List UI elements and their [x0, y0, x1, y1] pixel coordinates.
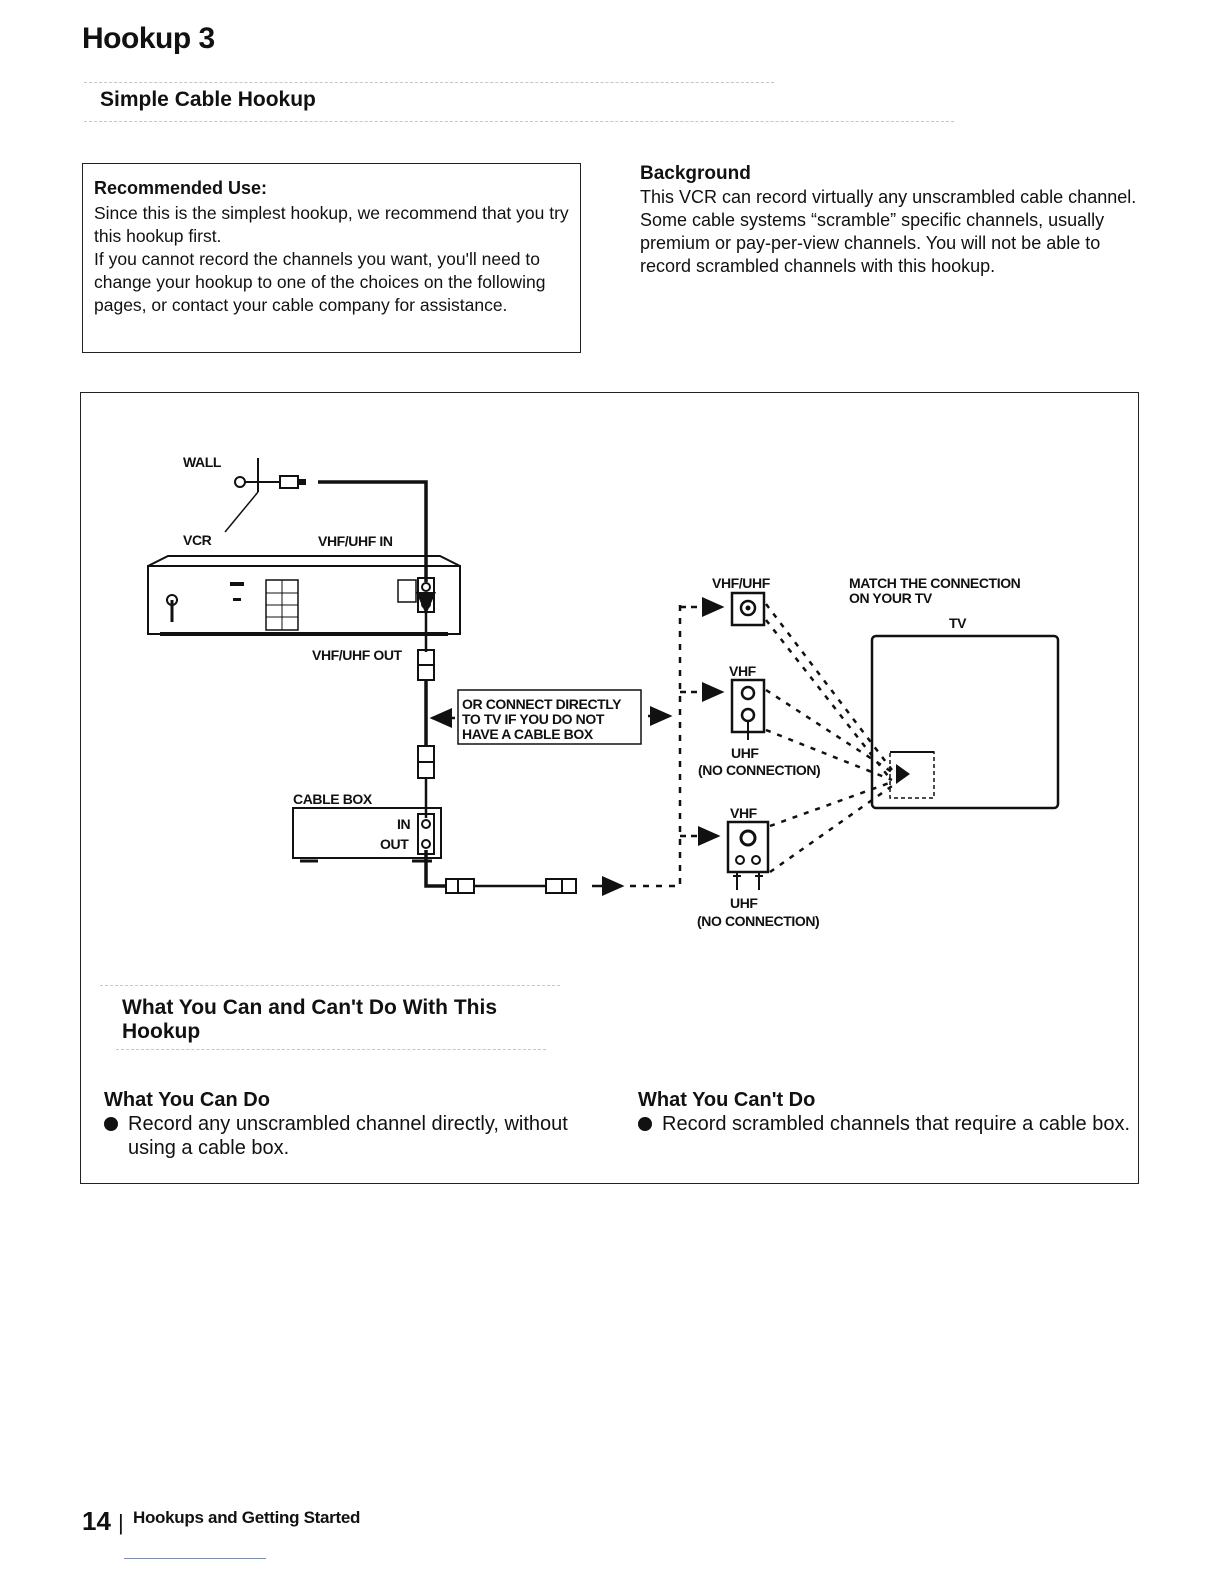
bullet-icon	[638, 1117, 652, 1131]
hookup-diagram-frame	[80, 392, 1139, 1184]
no-connection-label-2: (NO CONNECTION)	[697, 913, 819, 929]
connect-directly-line-1: OR CONNECT DIRECTLY	[462, 696, 622, 712]
connect-directly-note-box	[457, 689, 642, 745]
tv-label: TV	[949, 615, 967, 631]
coax-plug-icon	[545, 878, 577, 894]
no-connection-label: (NO CONNECTION)	[698, 762, 820, 778]
cable-box-in-label: IN	[397, 816, 410, 832]
vhf-terminal-label: VHF	[729, 663, 757, 679]
footer-separator: |	[118, 1510, 124, 1535]
wall-label: WALL	[183, 454, 222, 470]
tv-input-arrow-icon	[896, 764, 910, 784]
capabilities-title: What You Can and Can't Do With This Hook…	[122, 996, 542, 1044]
what-you-can-do-item-text: Record any unscrambled channel directly,…	[128, 1113, 568, 1159]
background-heading: Background	[640, 163, 751, 184]
decorative-dotted-rule	[100, 985, 560, 986]
match-connection-line-1: MATCH THE CONNECTION	[849, 575, 1021, 591]
what-you-cant-do-heading: What You Can't Do	[638, 1089, 816, 1111]
capabilities-title-line-1: What You Can and Can't Do With This	[122, 996, 498, 1019]
vhf-uhf-split-terminal-icon	[730, 678, 766, 740]
vcr-label: VCR	[183, 532, 212, 548]
decorative-dotted-rule	[84, 82, 774, 83]
vhf-terminal-label-2: VHF	[730, 805, 758, 821]
vhf-uhf-terminal-label: VHF/UHF	[712, 575, 771, 591]
footer-rule	[124, 1558, 266, 1559]
connect-directly-line-2: TO TV IF YOU DO NOT	[462, 711, 605, 727]
uhf-terminal-label: UHF	[731, 745, 759, 761]
section-title: Simple Cable Hookup	[100, 88, 316, 111]
vcr-unit-icon	[147, 555, 461, 636]
decorative-dotted-rule	[84, 121, 954, 122]
background-section: Background This VCR can record virtually…	[640, 162, 1140, 278]
uhf-terminal-label-2: UHF	[730, 895, 758, 911]
cable-box-label: CABLE BOX	[293, 791, 373, 807]
decorative-dotted-rule	[116, 1049, 546, 1050]
recommended-use-paragraph-2: If you cannot record the channels you wa…	[94, 249, 546, 315]
footer-section-title: Hookups and Getting Started	[133, 1508, 361, 1527]
what-you-cant-do-item-text: Record scrambled channels that require a…	[662, 1113, 1131, 1135]
background-text: This VCR can record virtually any unscra…	[640, 187, 1137, 276]
what-you-can-do-heading: What You Can Do	[104, 1089, 270, 1111]
recommended-use-box: Recommended Use: Since this is the simpl…	[82, 163, 581, 353]
vhf-uhf-terminal-icon	[730, 591, 766, 627]
cable-box-out-label: OUT	[380, 836, 409, 852]
what-you-cant-do-column: What You Can't Do Record scrambled chann…	[638, 1088, 1133, 1136]
what-you-cant-do-item: Record scrambled channels that require a…	[638, 1112, 1133, 1136]
what-you-can-do-item: Record any unscrambled channel directly,…	[104, 1112, 574, 1160]
recommended-use-paragraph-1: Since this is the simplest hookup, we re…	[94, 203, 569, 246]
page-title: Hookup 3	[82, 22, 215, 55]
match-connection-lines	[765, 603, 893, 874]
cable-box-icon	[292, 807, 442, 863]
coax-plug-icon	[417, 745, 435, 779]
vhf-uhf-out-label: VHF/UHF OUT	[312, 647, 403, 663]
bullet-icon	[104, 1117, 118, 1131]
cable-wall-to-vcr	[318, 480, 428, 582]
wall-outlet-icon	[224, 458, 306, 533]
coax-plug-icon	[445, 878, 475, 894]
recommended-use-heading: Recommended Use:	[94, 178, 268, 198]
vhf-uhf-screw-terminal-icon	[726, 820, 770, 890]
page-number: 14	[82, 1506, 111, 1536]
match-connection-line-2: ON YOUR TV	[849, 590, 933, 606]
what-you-can-do-column: What You Can Do Record any unscrambled c…	[104, 1088, 574, 1160]
coax-plug-icon	[417, 649, 435, 681]
tv-icon	[870, 634, 1060, 810]
capabilities-title-line-2: Hookup	[122, 1020, 201, 1043]
connect-directly-line-3: HAVE A CABLE BOX	[462, 726, 594, 742]
vhf-uhf-in-label: VHF/UHF IN	[318, 533, 393, 549]
